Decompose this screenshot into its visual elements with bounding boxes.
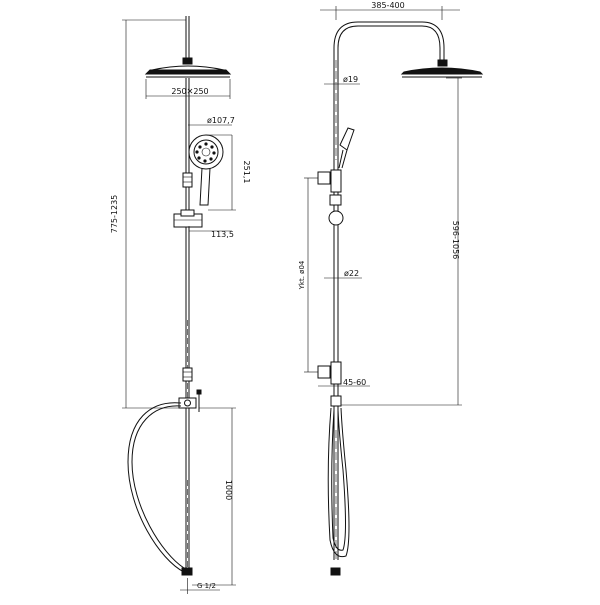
dim-lower-height: 1000 [192,407,236,586]
dim-handset-diameter: ø107,7 [188,116,235,136]
dim-lower-height-label: 1000 [224,480,233,500]
dim-pipe-upper: ø19 [324,75,360,85]
side-riser-pipe [333,21,445,560]
dim-handset-height: 251,1 [208,135,251,211]
dim-height-range-label: 596-1056 [451,221,460,260]
front-hose [127,402,193,576]
dim-pipe-lower-label: ø22 [344,269,359,278]
front-view: 250✕250 [110,16,251,594]
side-holder-knob [328,194,344,226]
dim-head-width-label: 250✕250 [171,87,208,96]
front-shower-head [144,16,232,78]
side-shower-head [400,59,484,78]
dim-mount-spacing: Ykt. ø04 [298,177,318,373]
front-lower-connector [178,367,202,412]
dim-arm-reach-label: 385-400 [371,1,404,10]
side-bracket-upper [317,169,342,193]
dim-handset-diameter-label: ø107,7 [207,116,235,125]
dim-pipe-lower: ø22 [324,269,362,279]
dim-bracket-depth-label: 45-60 [343,378,366,387]
dim-height-range: 596-1056 [341,77,462,406]
dim-arm-reach: 385-400 [320,1,460,20]
front-slider-upper [182,172,193,188]
dim-bracket-depth: 45-60 [318,378,370,387]
dim-holder-offset: 113,5 [188,226,234,239]
dim-holder-offset-label: 113,5 [211,230,234,239]
side-view: 385-400 ø19 ø22 [298,1,484,576]
dim-handset-height-label: 251,1 [242,161,251,184]
front-riser-pipe [185,78,190,575]
front-hand-shower [188,134,224,206]
dim-mount-spacing-label: Ykt. ø04 [298,260,306,290]
side-bracket-lower [317,361,342,385]
dim-pipe-upper-label: ø19 [343,75,358,84]
dim-hose-end: G 1/2 [180,578,220,594]
dim-head-width: 250✕250 [145,79,231,99]
dim-hose-end-label: G 1/2 [197,582,216,590]
dim-overall-height: 775-1235 [110,19,186,409]
dim-overall-height-label: 775-1235 [110,195,119,234]
front-holder [173,209,203,228]
side-hand-shower [338,127,355,169]
side-diverter [327,395,350,576]
